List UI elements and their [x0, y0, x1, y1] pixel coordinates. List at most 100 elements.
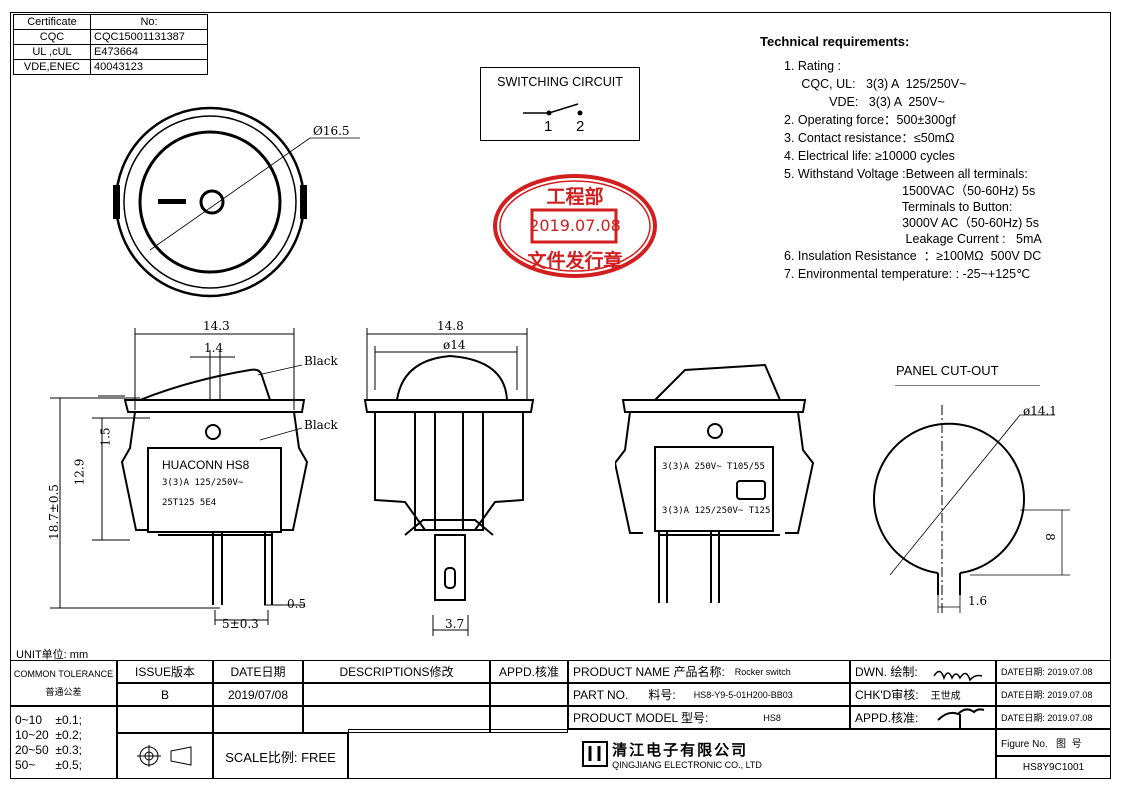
panel-cutout-drawing [873, 385, 1070, 613]
cert-header: No: [90, 14, 208, 30]
third-angle-projection-icon [137, 745, 192, 767]
tech-line: 4. Electrical life: ≥10000 cycles [784, 149, 955, 163]
part-no-value: HS8-Y9-5-01H200-BB03 [693, 689, 793, 700]
switch-symbol [523, 103, 583, 116]
back-label-line1: 3(3)A 250V~ T105/55 [662, 462, 765, 472]
common-tolerance-cn: 普通公差 [45, 686, 82, 697]
back-label-line2: 3(3)A 125/250V~ T125 [662, 506, 771, 516]
product-model-value: HS8 [763, 712, 781, 723]
front-height-1-dim: 1.5 [98, 427, 113, 447]
back-view-drawing [615, 363, 815, 603]
product-model-label: PRODUCT MODEL 型号: [573, 711, 709, 725]
chkd-name: 王世成 [930, 691, 961, 702]
dwn-cell: DWN. 绘制: [850, 660, 996, 683]
technical-requirements: Technical requirements: 1. Rating : CQC,… [760, 33, 1042, 283]
tech-line: 7. Environmental temperature: : -25~+125… [784, 267, 1031, 281]
unit-label: UNIT单位: mm [16, 649, 89, 661]
tech-line: Leakage Current : 5mA [784, 232, 1042, 246]
cert-no: CQC15001131387 [90, 29, 208, 45]
stamp-date: 2019.07.08 [529, 216, 621, 235]
panel-height-dim: 8 [1042, 533, 1057, 541]
tolerance-row: 20~50 ±0.3; [15, 742, 82, 757]
cert-type: VDE,ENEC [13, 59, 91, 75]
product-model-row: PRODUCT MODEL 型号: HS8 [568, 706, 850, 729]
date-header: DATE日期 [213, 660, 303, 683]
blank-cell [213, 706, 303, 733]
tech-line: 3000V AC（50-60Hz) 5s [784, 216, 1039, 230]
figure-no-value: HS8Y9C1001 [996, 756, 1111, 779]
date-value: 2019/07/08 [213, 683, 303, 706]
switch-code: 25T125 5E4 [162, 498, 217, 508]
company-name-cn: 清江电子有限公司 [612, 741, 749, 759]
appd-date: DATE日期: 2019.07.08 [996, 706, 1111, 729]
panel-width-dim: 1.6 [968, 594, 988, 608]
cert-type: CQC [13, 29, 91, 45]
cert-no: E473664 [90, 44, 208, 60]
scale-cell: SCALE比例: FREE [213, 733, 348, 779]
product-name-label: PRODUCT NAME 产品名称: [573, 665, 725, 679]
chkd-date: DATE日期: 2019.07.08 [996, 683, 1111, 706]
appd-sign-cell: APPD.核准: [850, 706, 996, 729]
descriptions-value [303, 683, 490, 706]
tech-line: CQC, UL: 3(3) A 125/250V~ [784, 77, 967, 91]
blank-cell [117, 706, 213, 733]
label-black-2: Black [304, 418, 338, 432]
switch-rating: 3(3)A 125/250V~ [162, 478, 244, 488]
front-height-2-dim: 12.9 [72, 458, 87, 486]
company-name-en: QINGJIANG ELECTRONIC CO., LTD [612, 759, 762, 770]
pin-2-label: 2 [576, 118, 585, 135]
cert-header: Certificate [13, 14, 91, 30]
part-no-label: PART NO. 料号: [573, 688, 676, 702]
issue-value: B [117, 683, 213, 706]
tech-line: 1500VAC（50-60Hz) 5s [784, 184, 1036, 198]
tolerance-table: 0~10 ±0.1; 10~20 ±0.2; 20~50 ±0.3; 50~ ±… [10, 706, 117, 779]
company-cell: 清江电子有限公司 QINGJIANG ELECTRONIC CO., LTD [348, 729, 996, 779]
common-tolerance-label: COMMON TOLERANCE [13, 668, 114, 679]
company-logo-icon [582, 741, 609, 767]
descriptions-header: DESCRIPTIONS修改 [303, 660, 490, 683]
product-name-row: PRODUCT NAME 产品名称: Rocker switch [568, 660, 850, 683]
cert-no: 40043123 [90, 59, 208, 75]
release-stamp: 工程部 2019.07.08 文件发行章 [492, 170, 658, 280]
projection-symbol [117, 733, 213, 779]
title-block: COMMON TOLERANCE 普通公差 0~10 ±0.1; 10~20 ±… [10, 660, 1111, 779]
signatures [933, 670, 985, 730]
tech-line: 2. Operating force：500±300gf [784, 113, 956, 127]
chkd-cell: CHK'D审核: 王世成 [850, 683, 996, 706]
switch-brand: HUACONN HS8 [162, 458, 250, 472]
tech-line: 6. Insulation Resistance ：≥100MΩ 500V DC [784, 249, 1042, 263]
cert-type: UL ,cUL [13, 44, 91, 60]
appd-header: APPD.核准 [490, 660, 568, 683]
stamp-dept: 工程部 [546, 186, 604, 208]
side-diameter-dim: ø14 [443, 338, 466, 352]
front-width-dim: 14.3 [203, 319, 230, 333]
label-black-1: Black [304, 354, 338, 368]
front-height-3-dim: 18.7±0.5 [46, 484, 61, 540]
switching-circuit-box: SWITCHING CIRCUIT 1 2 [480, 67, 640, 141]
pin-pitch-dim: 5±0.3 [222, 617, 259, 631]
top-view-drawing [113, 106, 360, 298]
chkd-label: CHK'D审核: [855, 688, 919, 702]
top-diameter-dim: Ø16.5 [313, 124, 350, 138]
tech-line: 5. Withstand Voltage :Between all termin… [784, 167, 1028, 181]
tolerance-row: 0~10 ±0.1; [15, 712, 82, 727]
tech-line: VDE: 3(3) A 250V~ [784, 95, 945, 109]
product-name-value: Rocker switch [734, 666, 791, 677]
panel-cutout-title: PANEL CUT-OUT [896, 363, 999, 378]
blank-cell [303, 706, 490, 733]
tech-line: 1. Rating : [784, 59, 841, 73]
common-tolerance-cell: COMMON TOLERANCE 普通公差 [10, 660, 117, 706]
issue-header: ISSUE版本 [117, 660, 213, 683]
tolerance-row: 10~20 ±0.2; [15, 727, 82, 742]
switching-circuit-title: SWITCHING CIRCUIT [497, 75, 623, 89]
blank-cell [490, 706, 568, 733]
front-view-drawing [50, 328, 309, 625]
dwn-date: DATE日期: 2019.07.08 [996, 660, 1111, 683]
side-view-drawing [363, 328, 535, 636]
pin-1-label: 1 [544, 118, 553, 135]
stamp-label: 文件发行章 [527, 250, 623, 272]
tech-line: Terminals to Button: [784, 200, 1013, 214]
tech-title: Technical requirements: [760, 34, 910, 49]
terminal-width-dim: 3.7 [445, 617, 465, 631]
